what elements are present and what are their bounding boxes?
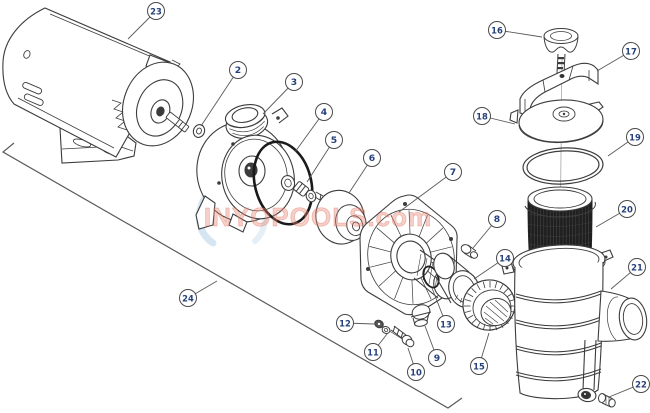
callout-16-circle — [488, 21, 506, 39]
trap-drain-plug-drawing — [597, 393, 616, 408]
callout-10: 10 — [407, 347, 425, 381]
callout-20-number: 20 — [621, 205, 633, 215]
watermark-text: INYOPOOLS.com — [204, 202, 432, 232]
callout-20-circle — [618, 200, 636, 218]
shaft-seal-drawing — [280, 175, 336, 209]
callout-21-circle — [628, 258, 646, 276]
callout-16-number: 16 — [491, 26, 503, 36]
callout-19-circle — [626, 128, 644, 146]
callout-14-number: 14 — [499, 254, 511, 264]
callout-18-circle — [473, 107, 491, 125]
callout-17-number: 17 — [625, 47, 637, 57]
pump-housing-drawing — [195, 104, 295, 233]
callout-15-number: 15 — [473, 362, 485, 372]
callout-5-number: 5 — [331, 135, 337, 146]
callout-7-number: 7 — [450, 167, 456, 178]
callout-7: 7 — [398, 163, 462, 213]
callout-3-circle — [285, 73, 303, 91]
callout-23-circle — [147, 2, 165, 20]
callout-21: 21 — [610, 258, 646, 290]
trap-body-drawing — [501, 244, 648, 403]
callout-23-number: 23 — [150, 7, 162, 17]
impeller-drawing — [315, 189, 367, 245]
callout-19-number: 19 — [629, 133, 641, 143]
callout-20: 20 — [595, 200, 636, 228]
callout-2-leader — [200, 69, 239, 127]
housing-foot — [195, 195, 216, 230]
callout-3-number: 3 — [291, 77, 297, 88]
callout-9-circle — [428, 349, 446, 367]
seal-plate-drawing — [359, 194, 458, 316]
lid-oring-drawing — [522, 147, 604, 185]
shaft-slinger-drawing — [192, 124, 206, 138]
callout-2: 2 — [200, 61, 247, 127]
union-nut-drawing — [462, 279, 516, 331]
callout-9: 9 — [424, 325, 446, 367]
dome-plug-drawing — [410, 304, 432, 327]
housing-port — [224, 104, 269, 139]
motor-shaft — [165, 111, 190, 133]
callout-18-number: 18 — [476, 112, 488, 122]
callout-24-circle — [179, 289, 197, 307]
callout-2-number: 2 — [235, 65, 241, 76]
callout-7-circle — [444, 163, 462, 181]
callout-13: 13 — [431, 287, 455, 333]
callout-5: 5 — [306, 131, 343, 183]
callout-17: 17 — [596, 42, 640, 72]
callout-11-circle — [364, 343, 382, 361]
callout-8-circle — [488, 210, 506, 228]
callout-13-number: 13 — [440, 320, 452, 330]
callout-18: 18 — [473, 107, 516, 125]
callout-5-circle — [325, 131, 343, 149]
callout-7-leader — [398, 171, 454, 213]
callout-12: 12 — [336, 314, 375, 332]
motor-fins — [111, 99, 128, 131]
callout-15: 15 — [470, 332, 490, 375]
callout-9-number: 9 — [434, 353, 440, 364]
callout-14: 14 — [473, 249, 514, 280]
callout-6-circle — [363, 149, 381, 167]
callout-3: 3 — [262, 73, 303, 115]
callout-8: 8 — [472, 210, 506, 249]
callout-10-circle — [407, 363, 425, 381]
callout-2-circle — [229, 61, 247, 79]
housing-foot2 — [228, 213, 248, 233]
callout-22-number: 22 — [635, 380, 647, 390]
callout-10-number: 10 — [410, 368, 422, 378]
callout-16: 16 — [488, 21, 543, 39]
callout-8-number: 8 — [494, 214, 500, 225]
callout-14-circle — [496, 249, 514, 267]
callout-22: 22 — [608, 375, 650, 398]
callout-4: 4 — [294, 103, 333, 153]
lid-drawing — [509, 99, 604, 144]
callout-6: 6 — [348, 149, 381, 194]
callout-21-number: 21 — [631, 263, 643, 273]
callout-12-circle — [336, 314, 354, 332]
trap-standpipe — [577, 339, 597, 403]
callout-4-number: 4 — [321, 107, 327, 118]
callout-23: 23 — [127, 2, 165, 40]
housing-oring-drawing — [252, 140, 314, 226]
callout-17-circle — [622, 42, 640, 60]
bolt-hardware-drawing — [374, 319, 415, 348]
bolt-10 — [390, 325, 415, 348]
knob-drawing — [543, 28, 579, 74]
callout-11: 11 — [364, 333, 388, 361]
callout-24: 24 — [179, 280, 218, 307]
plug-drawing — [460, 244, 479, 259]
motor-drawing — [2, 7, 194, 164]
callout-19: 19 — [607, 128, 644, 157]
callout-4-circle — [315, 103, 333, 121]
assembly-range-line — [1, 142, 463, 409]
trap-side-port — [597, 290, 648, 342]
callout-11-number: 11 — [367, 348, 379, 358]
callout-24-number: 24 — [182, 294, 194, 304]
callout-6-number: 6 — [369, 153, 375, 164]
callout-12-number: 12 — [339, 319, 351, 329]
callout-15-circle — [470, 357, 488, 375]
callout-13-circle — [437, 315, 455, 333]
